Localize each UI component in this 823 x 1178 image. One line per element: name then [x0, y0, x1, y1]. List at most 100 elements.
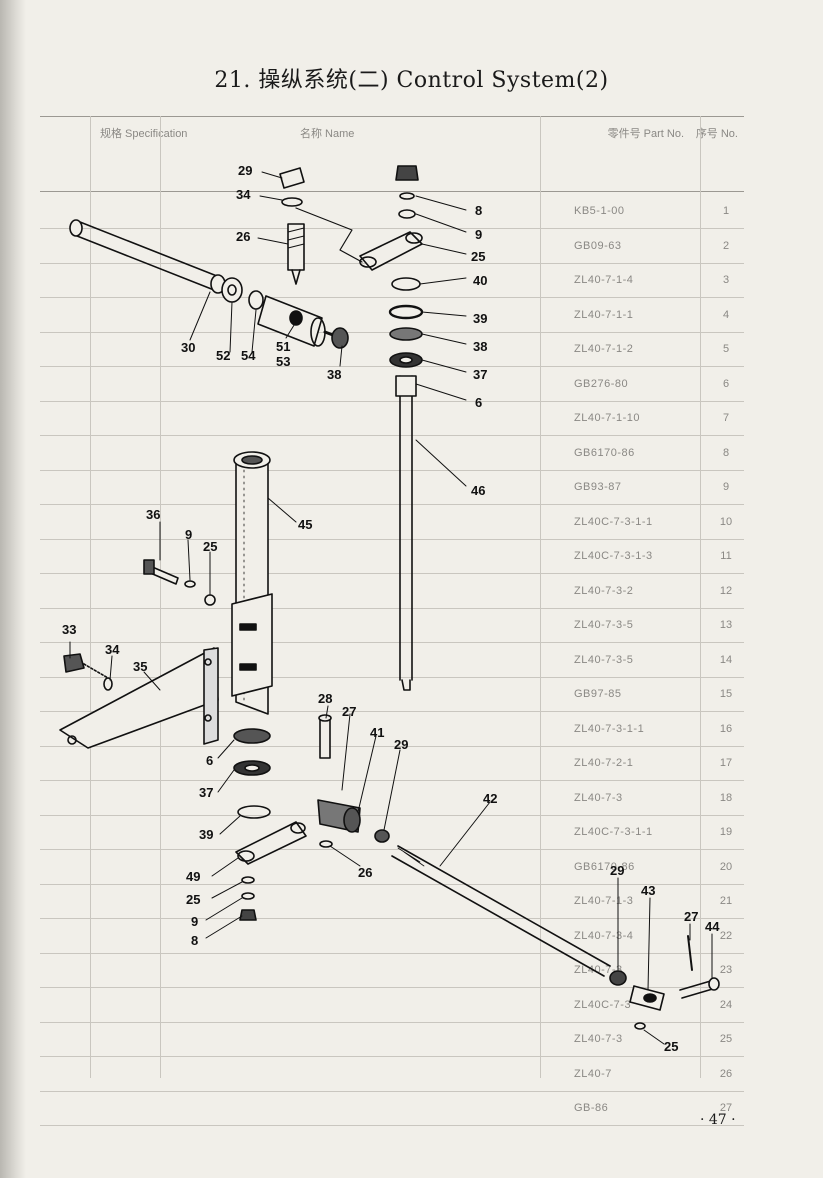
callout-27: 27 [684, 909, 699, 924]
row-number: 12 [719, 584, 733, 597]
row-part-number: KB5-1-00 [574, 205, 625, 217]
callout-46: 46 [471, 483, 486, 498]
callout-25: 25 [471, 249, 486, 264]
header-part-no: 零件号 Part No. [607, 128, 684, 140]
row-number: 17 [719, 757, 733, 769]
callout-28: 28 [318, 691, 333, 706]
row-part-number: ZL40-7-3-1-1 [574, 722, 645, 735]
table-row: GB09-63 2 [40, 231, 744, 264]
row-part-number: ZL40-7-1-1 [574, 308, 634, 321]
row-part-number: GB6170-86 [574, 860, 635, 873]
row-number: 22 [719, 929, 733, 942]
callout-52: 52 [216, 348, 231, 363]
row-number: 5 [722, 343, 730, 355]
table-header: 序号 No. 名称 Name 规格 Specification 零件号 Part… [40, 116, 744, 192]
table-row: ZL40-7-3 25 [40, 1024, 744, 1057]
row-number: 26 [719, 1067, 733, 1080]
row-part-number: GB-86 [574, 1102, 609, 1114]
table-row: GB-86 27 [40, 1093, 744, 1126]
callout-29: 29 [394, 737, 409, 752]
row-part-number: GB93-87 [574, 481, 622, 493]
row-part-number: ZL40-7-3 [574, 964, 623, 976]
angled-bracket [59, 647, 219, 749]
callout-6: 6 [206, 753, 214, 768]
row-part-number: ZL40-7-3 [574, 791, 623, 804]
callout-9: 9 [191, 914, 199, 929]
row-part-number: GB09-63 [574, 239, 622, 252]
row-part-number: ZL40-7 [574, 1067, 612, 1080]
row-part-number: ZL40-7-1-10 [574, 412, 641, 424]
row-part-number: GB97-85 [574, 688, 622, 700]
callout-25: 25 [664, 1039, 679, 1054]
callout-38: 38 [473, 339, 488, 354]
row-number: 3 [722, 274, 730, 286]
row-part-number: ZL40C-7-3-1-1 [574, 826, 653, 838]
callout-37: 37 [473, 367, 488, 382]
table-row: ZL40-7-2-1 17 [40, 748, 744, 781]
table-divider [540, 116, 541, 1078]
callout-39: 39 [473, 311, 488, 326]
callout-9: 9 [185, 527, 193, 542]
callout-25: 25 [186, 892, 201, 907]
row-part-number: ZL40-7-2-1 [574, 757, 634, 769]
clevis-joint [317, 714, 390, 848]
row-number: 25 [719, 1033, 733, 1045]
table-row: ZL40-7-1-4 3 [40, 265, 744, 298]
shaft-nut-and-collar [221, 277, 264, 310]
header-spec: 规格 Specification [100, 128, 188, 140]
row-part-number: ZL40-7-3 [574, 1033, 623, 1045]
row-part-number: ZL40-7-3-5 [574, 653, 634, 666]
header-no: 序号 No. [695, 128, 738, 140]
row-number: 2 [722, 239, 730, 252]
clamp-sleeve [257, 295, 349, 349]
callout-25: 25 [203, 539, 218, 554]
row-number: 24 [719, 998, 733, 1011]
side-bolt [143, 559, 216, 606]
callout-45: 45 [298, 517, 313, 532]
callout-37: 37 [199, 785, 214, 800]
leader-line [295, 207, 363, 263]
row-number: 27 [719, 1102, 733, 1114]
row-number: 1 [722, 205, 730, 217]
table-divider [700, 116, 701, 1078]
callout-54: 54 [241, 348, 256, 363]
table-divider [90, 116, 91, 1078]
lower-bearing-stack [233, 728, 271, 819]
row-part-number: ZL40C-7-3 [574, 998, 632, 1011]
row-number: 4 [722, 308, 730, 321]
row-part-number: GB276-80 [574, 377, 629, 390]
row-number: 19 [719, 826, 733, 838]
callout-38: 38 [327, 367, 342, 382]
vertical-main-shaft [395, 375, 417, 691]
callout-34: 34 [236, 187, 251, 202]
row-part-number: ZL40C-7-3-1-1 [574, 515, 653, 528]
callout-44: 44 [705, 919, 720, 934]
row-number: 13 [719, 619, 733, 631]
callout-43: 43 [641, 883, 656, 898]
table-row: KB5-1-00 1 [40, 196, 744, 229]
callout-29: 29 [610, 863, 625, 878]
callout-53: 53 [276, 354, 291, 369]
page-binding-shadow [0, 0, 26, 1178]
row-part-number: ZL40-7-1-4 [574, 274, 634, 286]
page-title: 21. 操纵系统(二) Control System(2) [214, 68, 609, 93]
callout-27: 27 [342, 704, 357, 719]
row-part-number: GB6170-86 [574, 446, 635, 459]
callout-9: 9 [475, 227, 483, 242]
callout-33: 33 [62, 622, 77, 637]
top-nut-and-washer [279, 167, 305, 207]
callout-41: 41 [370, 725, 385, 740]
table-divider [160, 116, 161, 1078]
callout-49: 49 [186, 869, 201, 884]
